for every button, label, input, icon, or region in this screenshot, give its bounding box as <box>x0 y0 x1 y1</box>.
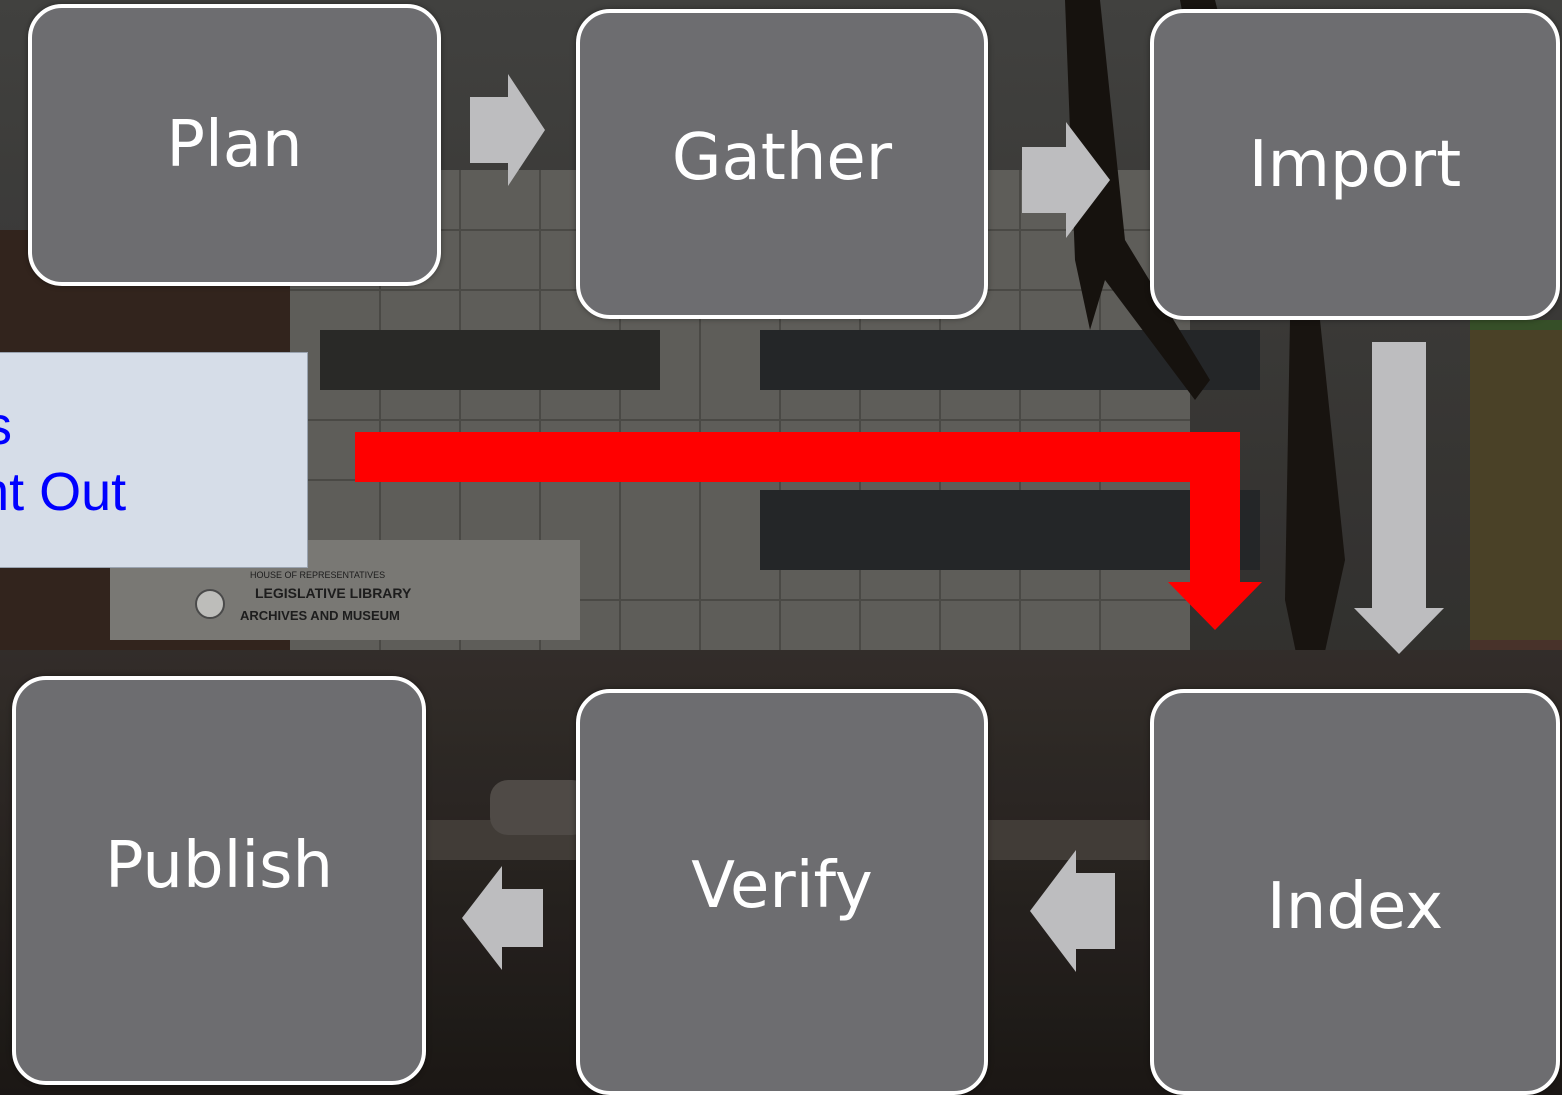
step-publish-label: Publish <box>104 828 334 903</box>
sign-line-1: HOUSE OF REPRESENTATIVES <box>250 570 385 580</box>
sign-line-2: LEGISLATIVE LIBRARY <box>255 585 412 601</box>
step-import: Import <box>1150 9 1560 320</box>
step-verify: Verify <box>576 689 988 1095</box>
step-import-label: Import <box>1248 127 1462 202</box>
callout-line-2: ught Out <box>0 462 127 522</box>
callout-line-1: ic is <box>0 393 307 459</box>
arrow-index-to-verify <box>1030 850 1115 972</box>
step-index-label: Index <box>1266 870 1444 944</box>
arrow-import-to-index <box>1354 342 1444 654</box>
callout-box: ic is ught Out <box>0 352 308 568</box>
sign-line-3: ARCHIVES AND MUSEUM <box>240 608 400 623</box>
arrow-gather-to-import <box>1022 122 1110 238</box>
arrow-plan-to-gather <box>470 74 545 186</box>
step-plan-label: Plan <box>166 108 303 182</box>
step-gather-label: Gather <box>671 121 893 195</box>
step-index: Index <box>1150 689 1560 1095</box>
shortcut-red-arrow <box>355 432 1262 630</box>
arrow-verify-to-publish <box>462 866 543 970</box>
step-verify-label: Verify <box>691 849 873 923</box>
step-plan: Plan <box>28 4 441 286</box>
step-gather: Gather <box>576 9 988 319</box>
step-publish: Publish <box>12 676 426 1085</box>
